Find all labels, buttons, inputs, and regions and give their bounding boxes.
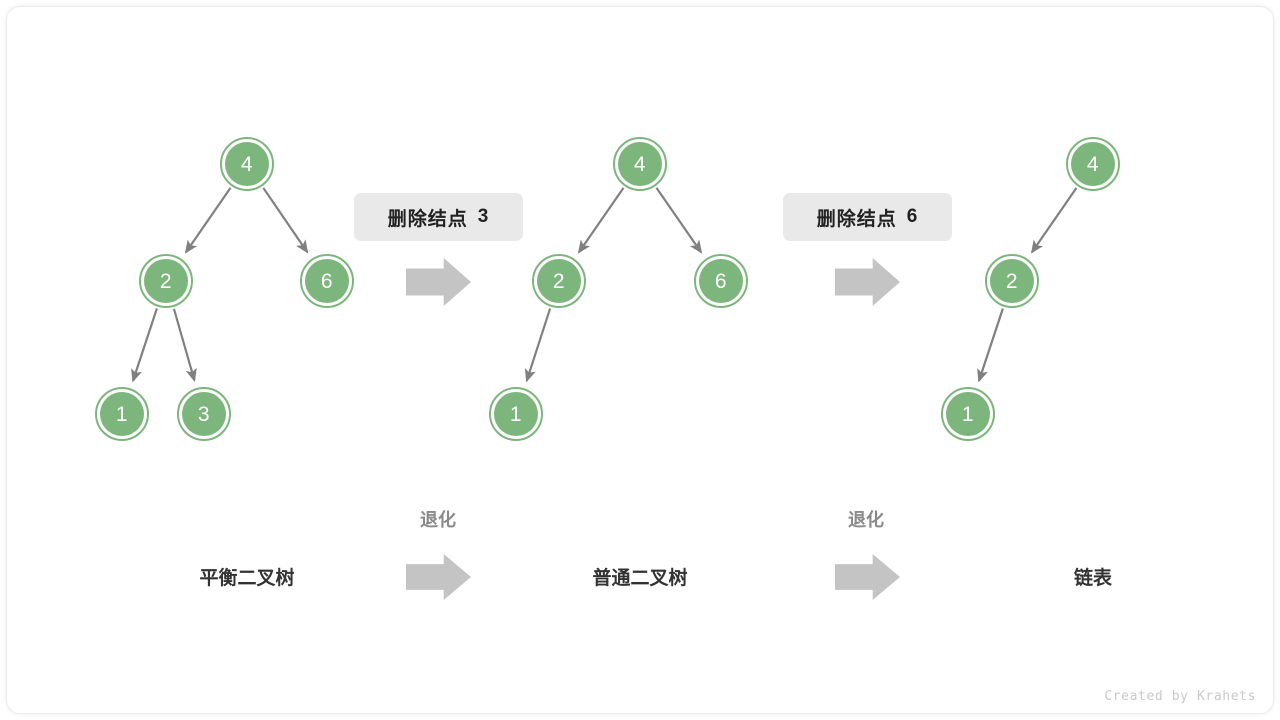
badge-text: 删除结点 (387, 207, 468, 230)
tree-edge (977, 308, 1004, 383)
node-outer-ring (613, 137, 667, 191)
tree-edge (524, 308, 552, 383)
node-circle (100, 392, 144, 436)
node-outer-ring (177, 387, 231, 441)
node-outer-ring (694, 254, 748, 308)
tree-edge (655, 187, 703, 254)
tree-node (1066, 137, 1120, 191)
stage-caption-0: 平衡二叉树 (199, 567, 295, 589)
transition-arrow-delete-6 (835, 258, 900, 306)
tree-edge (577, 187, 625, 254)
node-outer-ring (941, 387, 995, 441)
tree-edge (184, 187, 232, 254)
tree-edge (1030, 187, 1078, 254)
badge-value: 3 (477, 206, 490, 227)
tree-node (941, 387, 995, 441)
transition-arrow-delete-3 (406, 258, 471, 306)
tree-node (220, 137, 274, 191)
tree-node (139, 254, 193, 308)
tree-edge (172, 308, 197, 383)
degrade-label-1: 退化 (848, 510, 884, 531)
tree-node (95, 387, 149, 441)
transition-badge-delete-6: 删除结点 6 (783, 193, 952, 241)
badge-value: 6 (906, 206, 919, 227)
diagram-frame (6, 6, 1274, 714)
node-circle (182, 392, 226, 436)
node-outer-ring (139, 254, 193, 308)
node-circle (946, 392, 990, 436)
tree-node (613, 137, 667, 191)
node-outer-ring (1066, 137, 1120, 191)
node-circle (537, 259, 581, 303)
tree-node (694, 254, 748, 308)
degrade-arrow-1 (406, 554, 471, 600)
node-outer-ring (220, 137, 274, 191)
node-circle (1071, 142, 1115, 186)
degrade-arrow-2 (835, 554, 900, 600)
tree-node (177, 387, 231, 441)
tree-edge (131, 308, 158, 383)
node-outer-ring (985, 254, 1039, 308)
node-outer-ring (532, 254, 586, 308)
node-circle (144, 259, 188, 303)
tree-node (300, 254, 354, 308)
tree-node (532, 254, 586, 308)
stage-caption-2: 链表 (1073, 567, 1113, 589)
stage-caption-1: 普通二叉树 (592, 567, 688, 589)
node-circle (225, 142, 269, 186)
node-circle (990, 259, 1034, 303)
tree-edge (262, 187, 309, 254)
node-circle (699, 259, 743, 303)
node-outer-ring (95, 387, 149, 441)
node-circle (618, 142, 662, 186)
node-outer-ring (300, 254, 354, 308)
node-circle (305, 259, 349, 303)
node-outer-ring (489, 387, 543, 441)
credit-watermark: Created by Krahets (1104, 689, 1256, 704)
node-circle (494, 392, 538, 436)
transition-badge-delete-3: 删除结点 3 (354, 193, 523, 241)
tree-node (489, 387, 543, 441)
badge-text: 删除结点 (816, 207, 897, 230)
tree-node (985, 254, 1039, 308)
degrade-label-0: 退化 (420, 510, 456, 531)
